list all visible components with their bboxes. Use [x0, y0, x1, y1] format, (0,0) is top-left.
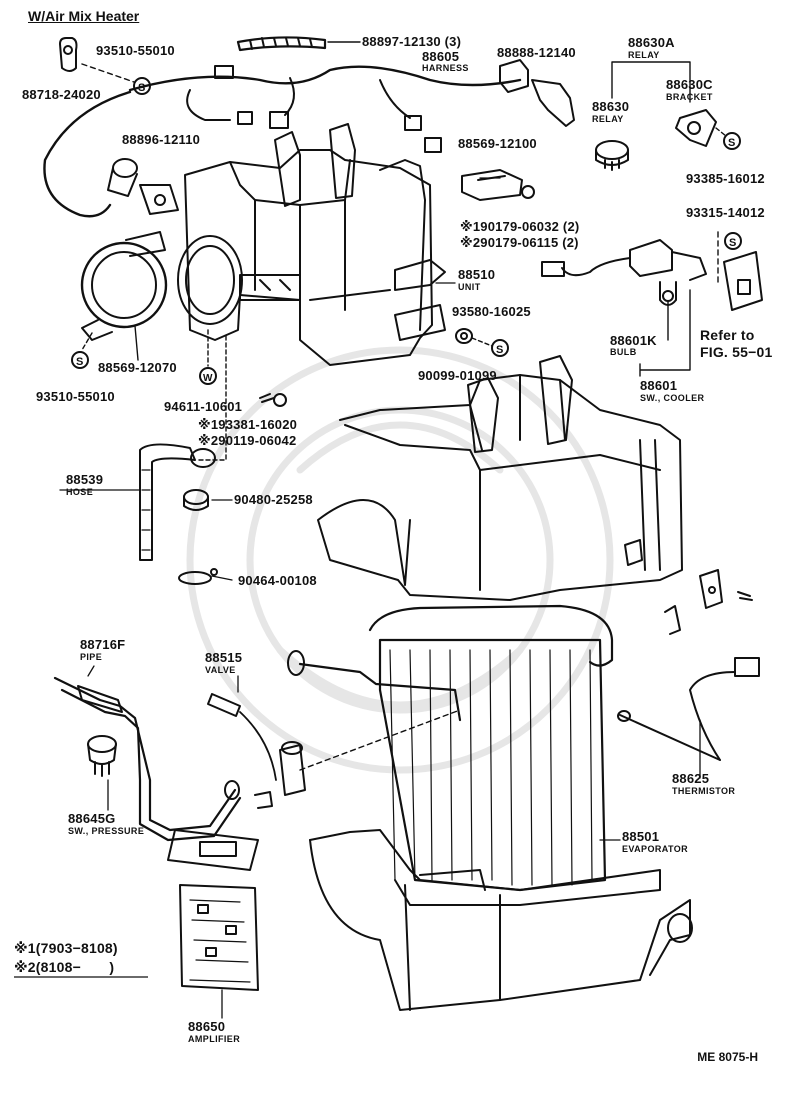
- callout-88630a: 88630A: [628, 35, 675, 50]
- leader-lines: [59, 177, 701, 1019]
- svg-text:S: S: [76, 356, 83, 368]
- callout-93510-left: 93510-55010: [36, 389, 115, 404]
- callout-90179-2: ※290179-06115 (2): [460, 235, 579, 250]
- callout-93385: 93385-16012: [686, 171, 765, 186]
- cooling-unit-upper-case: [317, 355, 683, 601]
- wire-sleeve-88897: [236, 36, 361, 52]
- callout-88630a-desc: RELAY: [628, 50, 660, 60]
- callout-88630c: 88630C: [666, 77, 713, 92]
- callout-88716f-desc: PIPE: [80, 652, 103, 662]
- callout-88569-12070: 88569-12070: [98, 360, 177, 375]
- callout-88645g: 88645G: [68, 811, 116, 826]
- legend-note-1: ※1(7903−8108): [14, 940, 118, 956]
- bracket-mid-right: [664, 569, 753, 635]
- callout-88897: 88897-12130 (3): [362, 34, 462, 49]
- nut-94611: W: [199, 367, 217, 385]
- callout-88501: 88501: [622, 829, 660, 844]
- callout-88650-desc: AMPLIFIER: [188, 1034, 241, 1044]
- relay-88630: [595, 140, 629, 171]
- motor-88896: [107, 158, 179, 215]
- callout-88630-desc: RELAY: [592, 114, 624, 124]
- callout-88605: 88605: [422, 49, 460, 64]
- drawing-code: ME 8075-H: [697, 1050, 758, 1064]
- screw-93580: S: [491, 339, 509, 357]
- callout-88539-desc: HOSE: [66, 487, 94, 497]
- screw-93510-left: S: [71, 351, 89, 369]
- callout-88601k: 88601K: [610, 333, 657, 348]
- svg-text:S: S: [728, 137, 735, 149]
- clip-90464: [178, 568, 218, 585]
- callout-88650: 88650: [188, 1019, 226, 1034]
- nut-90179: [521, 185, 535, 199]
- svg-text:W: W: [203, 373, 213, 384]
- callout-88569-12100: 88569-12100: [458, 136, 537, 151]
- harness-88605: [43, 65, 522, 218]
- callout-88601-desc: SW., COOLER: [640, 393, 705, 403]
- callout-88501-desc: EVAPORATOR: [622, 844, 689, 854]
- callout-88630c-desc: BRACKET: [666, 92, 713, 102]
- grommet-88718: [59, 37, 78, 72]
- callout-88605-desc: HARNESS: [422, 63, 469, 73]
- callout-88510: 88510: [458, 267, 496, 282]
- diagram-title: W/Air Mix Heater: [28, 8, 140, 24]
- callout-94611: 94611-10601: [164, 399, 243, 414]
- refer-note-line1: Refer to: [700, 327, 755, 343]
- legend-note-2: ※2(8108− ): [14, 959, 115, 975]
- thermistor-88625: [617, 657, 760, 761]
- callout-90480: 90480-25258: [234, 492, 313, 507]
- callout-88896: 88896-12110: [122, 132, 201, 147]
- callout-88625: 88625: [672, 771, 710, 786]
- callout-90464: 90464-00108: [238, 573, 317, 588]
- callout-93315: 93315-14012: [686, 205, 765, 220]
- screw-93385: S: [723, 132, 741, 150]
- callout-88539: 88539: [66, 472, 104, 487]
- bolt-93381: [259, 393, 287, 407]
- hose-88539: [139, 443, 216, 561]
- screw-93315: S: [724, 232, 742, 250]
- pipe-88716f: [53, 676, 242, 842]
- callout-88515: 88515: [205, 650, 243, 665]
- refer-note-line2: FIG. 55−01: [700, 344, 773, 360]
- watermark-emblem: [186, 346, 614, 774]
- connector-88888: [499, 59, 575, 127]
- callout-90099: 90099-01099: [418, 368, 497, 383]
- bracket-88630c: [675, 109, 717, 147]
- callout-88630: 88630: [592, 99, 630, 114]
- amplifier-cover: [167, 829, 259, 871]
- callout-88601k-desc: BULB: [610, 347, 637, 357]
- lower-case: [309, 829, 693, 1011]
- callout-88510-desc: UNIT: [458, 282, 481, 292]
- callout-88645g-desc: SW., PRESSURE: [68, 826, 145, 836]
- svg-text:S: S: [729, 237, 736, 249]
- callout-88888: 88888-12140: [497, 45, 576, 60]
- washer-90099: [455, 328, 473, 344]
- callout-88716f: 88716F: [80, 637, 126, 652]
- callout-93580: 93580-16025: [452, 304, 531, 319]
- callout-93510-top: 93510-55010: [96, 43, 175, 58]
- callout-88601: 88601: [640, 378, 678, 393]
- valve-88515: [207, 693, 461, 809]
- air-mix-unit-88510: [177, 123, 446, 366]
- pressure-switch-88645g: [87, 735, 117, 777]
- callout-88718: 88718-24020: [22, 87, 101, 102]
- callout-88625-desc: THERMISTOR: [672, 786, 736, 796]
- callout-88515-desc: VALVE: [205, 665, 236, 675]
- callout-90119: ※290119-06042: [198, 433, 297, 448]
- callout-90179-1: ※190179-06032 (2): [460, 219, 580, 234]
- grommet-90480: [183, 489, 209, 511]
- callout-93381: ※193381-16020: [198, 417, 298, 432]
- clamp-band-88569: [80, 231, 168, 341]
- amplifier-board-88650: [179, 884, 259, 991]
- svg-text:S: S: [496, 344, 503, 356]
